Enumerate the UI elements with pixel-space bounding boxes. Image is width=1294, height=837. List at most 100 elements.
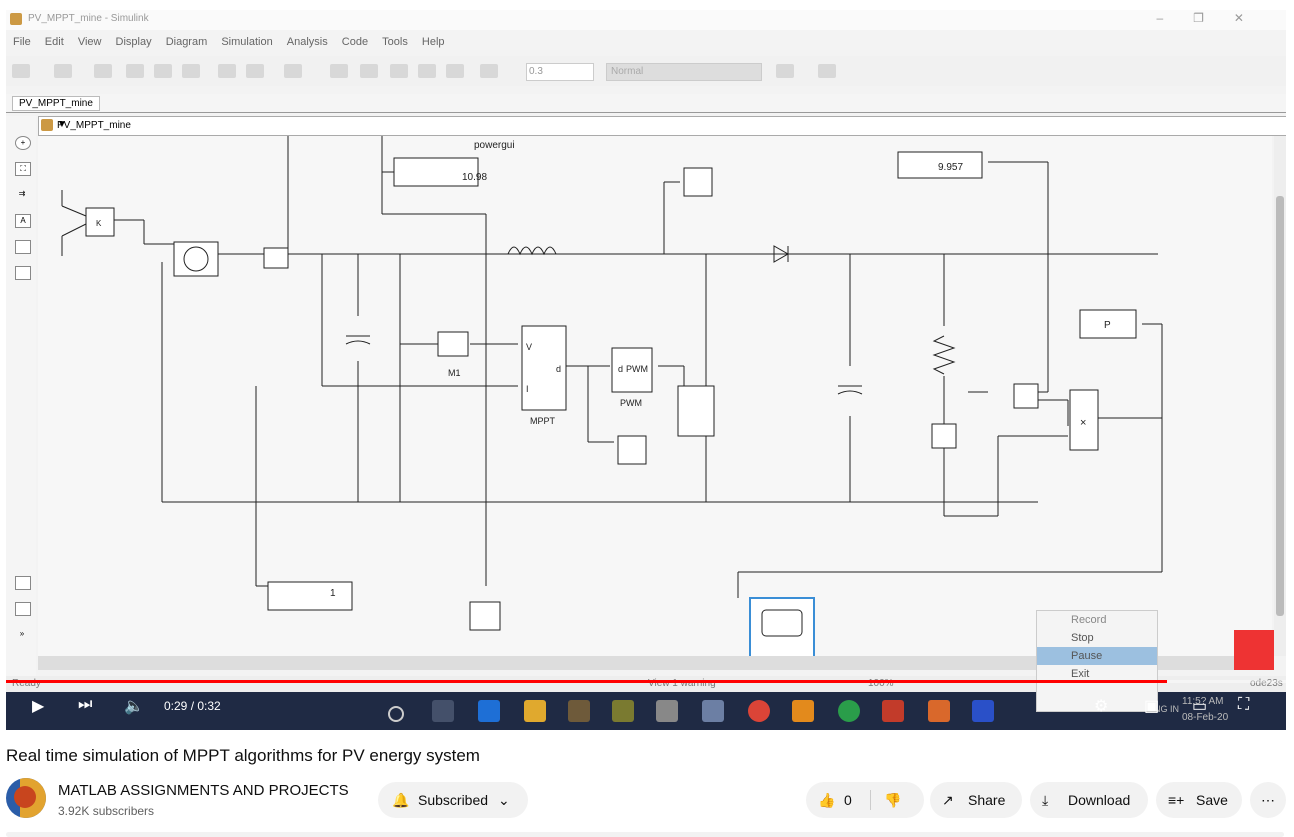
block-diagram: powergui 10.98 9.957 1 M1 MPPT V I d d P… [61, 136, 1163, 656]
more-icon: ⋯ [1261, 792, 1275, 808]
new-icon [12, 64, 30, 78]
app-icon [656, 700, 678, 722]
simulink-icon [10, 13, 22, 25]
settings-icon [246, 64, 264, 78]
save-button[interactable]: ≡+ Save [1156, 782, 1242, 818]
display-value-3: 1 [330, 588, 336, 599]
window-titlebar: PV_MPPT_mine - Simulink –❐✕ [6, 10, 1286, 30]
mppt-port-i: I [526, 384, 529, 394]
task-view-icon [432, 700, 454, 722]
p-display-block [1079, 309, 1137, 339]
arrows-icon: ⇉ [18, 189, 26, 198]
open-icon [54, 64, 72, 78]
pwm-port-out: PWM [626, 364, 648, 374]
display-block-1 [393, 157, 479, 187]
description-edge [6, 832, 1284, 837]
model-tab: PV_MPPT_mine [12, 96, 100, 111]
chevron-down-icon: ▼ [57, 119, 67, 130]
menu-file: File [13, 36, 31, 48]
mppt-port-d: d [556, 364, 561, 374]
channel-row: MATLAB ASSIGNMENTS AND PROJECTS 3.92K su… [6, 778, 1294, 818]
screenshot-icon [15, 576, 31, 590]
status-ready: Ready [12, 678, 41, 689]
area-icon [15, 266, 31, 280]
gain-label: K [96, 219, 102, 228]
settings-icon[interactable]: ⚙ [1094, 698, 1109, 715]
status-warning: View 1 warning [648, 678, 716, 689]
whatsapp-icon [838, 700, 860, 722]
fast-restart-icon [776, 64, 794, 78]
p-label: P [1104, 320, 1111, 331]
m1-block [437, 331, 469, 357]
like-count: 0 [844, 792, 852, 808]
avatar[interactable] [6, 778, 46, 818]
taskbar-lang: ENG IN [1148, 704, 1180, 714]
miniplayer-icon[interactable]: ▣ [1144, 698, 1160, 715]
save-icon [94, 64, 112, 78]
igbt-block [677, 385, 715, 437]
more-actions-button[interactable]: ⋯ [1250, 782, 1286, 818]
progress-bar[interactable] [6, 680, 1286, 683]
hspice-icon [702, 700, 724, 722]
pwm-label: PWM [620, 398, 642, 408]
menu-view: View [77, 36, 102, 48]
product-block [1069, 389, 1099, 451]
step-back-icon [330, 64, 348, 78]
time-display: 0:29 / 0:32 [164, 699, 221, 713]
app-icon [882, 700, 904, 722]
save-label: Save [1196, 792, 1228, 808]
volume-icon[interactable]: 🔈 [124, 698, 144, 715]
subscriber-count: 3.92K subscribers [58, 804, 155, 818]
display-block-3 [267, 581, 353, 611]
menu-edit: Edit [44, 36, 64, 48]
expand-icon: » [19, 629, 25, 638]
zoom-in-icon: + [15, 136, 31, 150]
menu-analysis: Analysis [286, 36, 328, 48]
share-button[interactable]: ↗ Share [930, 782, 1022, 818]
menu-tools: Tools [382, 36, 408, 48]
step-forward-icon [418, 64, 436, 78]
mppt-block [521, 325, 567, 411]
video-title: Real time simulation of MPPT algorithms … [6, 746, 480, 765]
model-explorer-icon [284, 64, 302, 78]
subscribed-button[interactable]: 🔔 Subscribed ⌄ [378, 782, 528, 818]
channel-name[interactable]: MATLAB ASSIGNMENTS AND PROJECTS [58, 782, 349, 799]
download-button[interactable]: ⤓ Download [1030, 782, 1148, 818]
taskbar-date: 08-Feb-20 [1182, 712, 1229, 723]
share-icon: ↗ [942, 792, 954, 808]
share-label: Share [968, 792, 1006, 808]
context-menu-stop: Stop [1071, 632, 1094, 644]
context-menu-title: Record [1071, 614, 1107, 626]
download-label: Download [1068, 792, 1131, 808]
menu-simulation: Simulation [221, 36, 273, 48]
next-icon[interactable]: ⏭ [78, 696, 93, 713]
chevron-down-icon: ⌄ [498, 792, 510, 808]
file-explorer-icon [524, 700, 546, 722]
theater-icon[interactable]: ▭ [1192, 698, 1208, 715]
subscribed-label: Subscribed [418, 792, 489, 808]
model-icon [41, 119, 53, 131]
dislike-icon[interactable]: 👎 [884, 792, 902, 808]
menu-display: Display [115, 36, 152, 48]
like-icon[interactable]: 👍 [818, 792, 836, 808]
vertical-scrollbar [1274, 136, 1286, 656]
powergui-label: powergui [474, 140, 515, 151]
image-icon [15, 240, 31, 254]
sim-mode-select: Normal [606, 63, 762, 81]
fullscreen-icon[interactable]: ⛶ [1238, 696, 1250, 713]
play-icon[interactable]: ▶ [32, 698, 45, 715]
library-icon [218, 64, 236, 78]
m1-label: M1 [448, 368, 461, 378]
horizontal-scrollbar [38, 656, 1272, 670]
window-controls-icon: –❐✕ [1156, 11, 1274, 25]
app-icon [612, 700, 634, 722]
edge-icon [478, 700, 500, 722]
address-text: PV_MPPT_mine [57, 120, 131, 131]
simulink-task-icon [972, 700, 994, 722]
forward-icon [154, 64, 172, 78]
back-icon [126, 64, 144, 78]
video-player[interactable]: PV_MPPT_mine - Simulink –❐✕ File Edit Vi… [6, 10, 1286, 730]
menu-diagram: Diagram [165, 36, 208, 48]
stop-icon [446, 64, 464, 78]
model-canvas: powergui 10.98 9.957 1 M1 MPPT V I d d P… [38, 136, 1272, 656]
